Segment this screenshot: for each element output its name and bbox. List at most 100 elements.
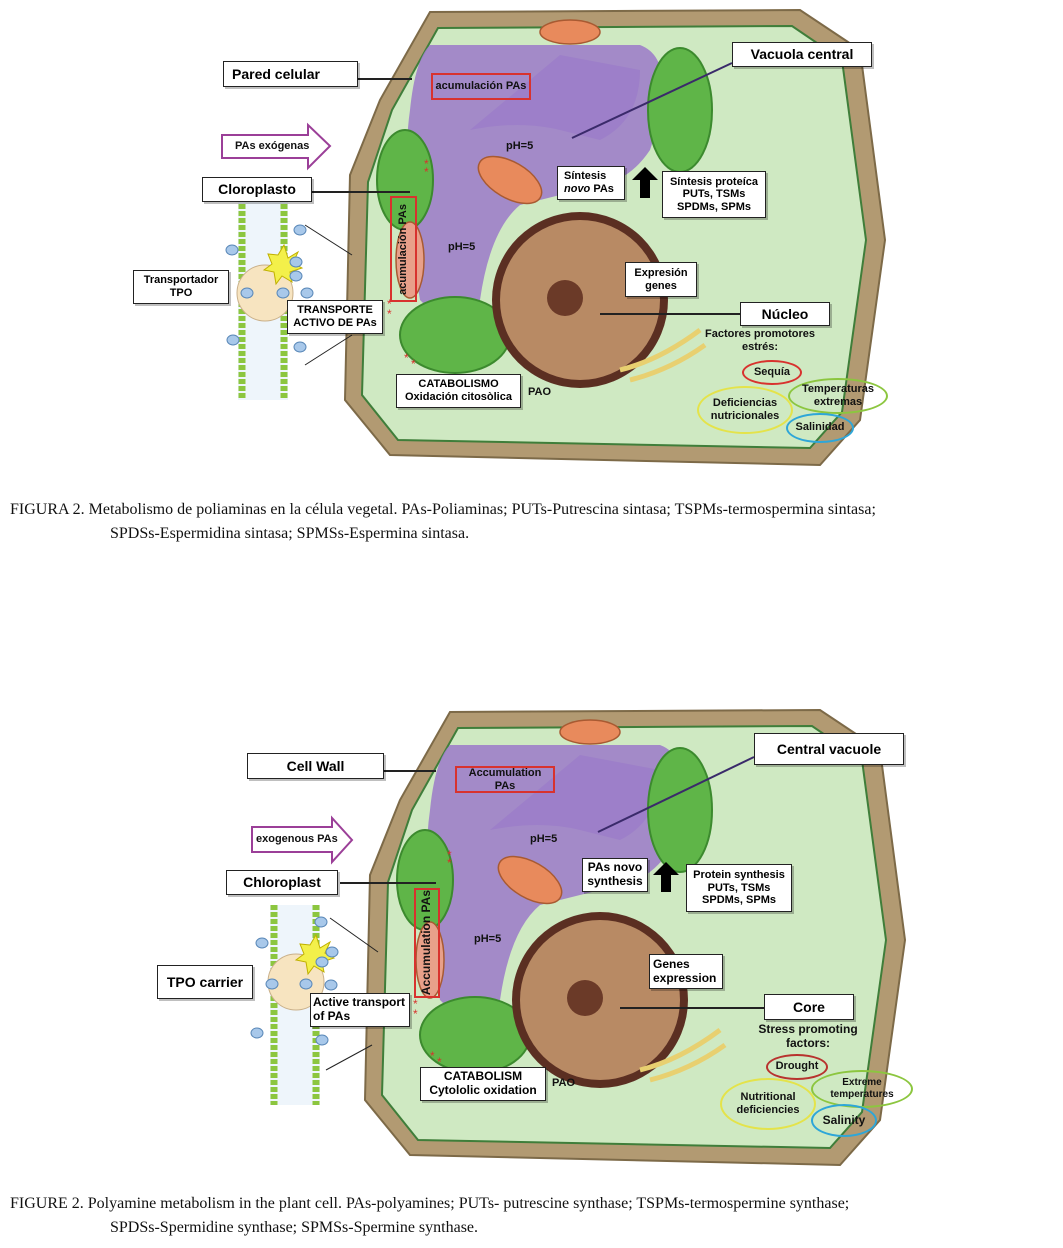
label-exogenous: PAs exógenas	[235, 140, 310, 152]
protein-line-3: SPDMs, SPMs	[677, 200, 751, 213]
label-chloroplast: Chloroplast	[226, 870, 338, 895]
ph-label-top: pH=5	[530, 833, 558, 845]
accumulation-box-side: Accumulation PAs	[414, 888, 440, 998]
catabolism-line-1: CATABOLISMO	[418, 378, 499, 391]
label-catabolism: CATABOLISMO Oxidación citosòlica	[396, 374, 521, 408]
label-protein-synthesis: Protein synthesis PUTs, TSMs SPDMs, SPMs	[686, 864, 792, 912]
label-pao: PAO	[552, 1077, 576, 1089]
label-active-transport: Active transport of PAs	[310, 993, 410, 1027]
label-pao: PAO	[528, 386, 552, 398]
energy-burst-icon	[294, 933, 336, 976]
figure-spanish: ** ** ** Pared celular Vacuola central a…	[0, 0, 1063, 560]
stress-oval-temperature: Temperaturas extremas	[788, 378, 888, 414]
label-gene-expression: Genes expression	[649, 954, 723, 989]
label-nucleus: Núcleo	[740, 302, 830, 326]
active-transport-line-1: TRANSPORTE	[297, 304, 373, 317]
asterisk-markers: ** ** **	[387, 157, 429, 371]
label-novo-synthesis: Síntesis novo PAs	[557, 166, 625, 200]
caption-es-line-1: FIGURA 2. Metabolismo de poliaminas en l…	[10, 501, 876, 518]
stress-oval-salinity: Salinity	[811, 1104, 877, 1137]
ph-label-mid: pH=5	[474, 933, 502, 945]
active-transport-line-2: ACTIVO DE PAs	[293, 317, 377, 329]
svg-text:*: *	[447, 856, 452, 870]
label-novo-synthesis: PAs novo synthesis	[582, 858, 648, 892]
novo-line-1: PAs novo	[587, 860, 643, 875]
figure-english: ** ** ** Cell Wall Central vacuole Accum…	[0, 700, 1063, 1248]
mitochondrion-middle	[477, 155, 543, 205]
energy-burst-icon	[262, 243, 304, 286]
stress-oval-temperature: Extreme temperatures	[811, 1070, 913, 1108]
label-gene-expression: Expresión genes	[625, 262, 697, 297]
accumulation-side-line-1: Accumulation	[419, 916, 434, 996]
novo-rest: PAs	[590, 183, 614, 195]
caption-english: FIGURE 2. Polyamine metabolism in the pl…	[10, 1192, 1055, 1240]
novo-line1: Síntesis	[564, 170, 607, 183]
vacuole-lobe	[490, 755, 660, 840]
polyamine-molecules	[250, 916, 339, 1046]
golgi-apparatus	[619, 327, 707, 383]
svg-text:*: *	[387, 307, 392, 321]
stress-oval-nutrition: Nutritional deficiencies	[720, 1078, 816, 1130]
catabolism-line-2: Oxidación citosòlica	[405, 391, 512, 403]
accumulation-top-line-1: Accumulation	[468, 767, 542, 780]
stress-title-line-2: estrés:	[741, 341, 779, 354]
mitochondrion-middle	[497, 855, 563, 905]
protein-line-2: PUTs, TSMs	[707, 881, 771, 894]
label-catabolism: CATABOLISM Cytololic oxidation	[420, 1067, 546, 1101]
label-cell-wall: Pared celular	[223, 61, 358, 87]
label-transporter: TPO carrier	[157, 965, 253, 999]
accumulation-top-line-2: PAs	[494, 779, 516, 792]
label-central-vacuole: Vacuola central	[732, 42, 872, 67]
ph-label-mid: pH=5	[448, 241, 476, 253]
nucleolus	[567, 980, 603, 1016]
caption-en-line-2: SPDSs-Spermidine synthase; SPMSs-Spermin…	[110, 1219, 479, 1236]
transporter-line-1: Transportador	[143, 274, 219, 287]
nucleolus	[547, 280, 583, 316]
svg-text:*: *	[387, 297, 392, 311]
svg-text:*: *	[424, 165, 429, 179]
caption-en-line-1: FIGURE 2. Polyamine metabolism in the pl…	[10, 1195, 850, 1212]
novo-line-2: synthesis	[587, 874, 643, 888]
chloroplast-right	[647, 747, 713, 873]
label-chloroplast: Cloroplasto	[202, 177, 312, 202]
label-nucleus: Core	[764, 994, 854, 1020]
label-cell-wall: Cell Wall	[247, 753, 384, 779]
active-transport-line-2: of PAs	[313, 1009, 351, 1023]
gene-expression-line-2: expression	[653, 970, 717, 985]
caption-spanish: FIGURA 2. Metabolismo de poliaminas en l…	[10, 498, 1055, 546]
plant-cell-illustration: ** ** **	[221, 8, 887, 467]
stress-oval-drought: Sequía	[742, 360, 802, 385]
protein-line-3: SPDMs, SPMs	[702, 894, 776, 907]
accumulation-box-side: acumulación PAs	[390, 196, 417, 302]
label-exogenous: exogenous PAs	[256, 833, 338, 845]
stress-title: Stress promoting factors:	[748, 1022, 868, 1051]
transporter-line-2: TPO	[169, 287, 193, 299]
protein-line-2: PUTs, TSMs	[682, 188, 746, 201]
svg-text:*: *	[447, 848, 452, 862]
exogenous-arrow-shape	[251, 815, 354, 865]
label-transporter: Transportador TPO	[133, 270, 229, 304]
caption-es-line-2: SPDSs-Espermidina sintasa; SPMSs-Espermi…	[110, 525, 470, 542]
stress-title-line-1: Stress promoting	[758, 1022, 858, 1036]
mitochondrion-top	[539, 19, 601, 45]
catabolism-line-1: CATABOLISM	[443, 1069, 523, 1084]
gene-expression-line-2: genes	[645, 279, 677, 292]
label-central-vacuole: Central vacuole	[754, 733, 904, 765]
mitochondrion-top	[559, 719, 621, 745]
svg-text:*: *	[430, 1049, 435, 1063]
gene-expression-line-1: Genes	[653, 956, 690, 971]
protein-line-1: Protein synthesis	[693, 869, 785, 882]
svg-text:*: *	[424, 157, 429, 171]
active-transport-line-1: Active transport	[313, 995, 406, 1010]
svg-text:*: *	[411, 357, 416, 371]
stress-title: Factores promotores estrés:	[700, 328, 820, 354]
protein-line-1: Síntesis proteíca	[669, 175, 759, 188]
mitochondrion-side	[415, 921, 445, 999]
stress-oval-salinity: Salinidad	[786, 413, 854, 443]
ph-label-top: pH=5	[506, 140, 534, 152]
svg-text:*: *	[413, 997, 418, 1011]
stress-oval-nutrition: Deficiencias nutricionales	[697, 386, 793, 434]
asterisk-markers: ** ** **	[413, 848, 452, 1069]
exogenous-arrow-shape	[221, 122, 332, 171]
mitochondrion-side	[395, 221, 425, 299]
